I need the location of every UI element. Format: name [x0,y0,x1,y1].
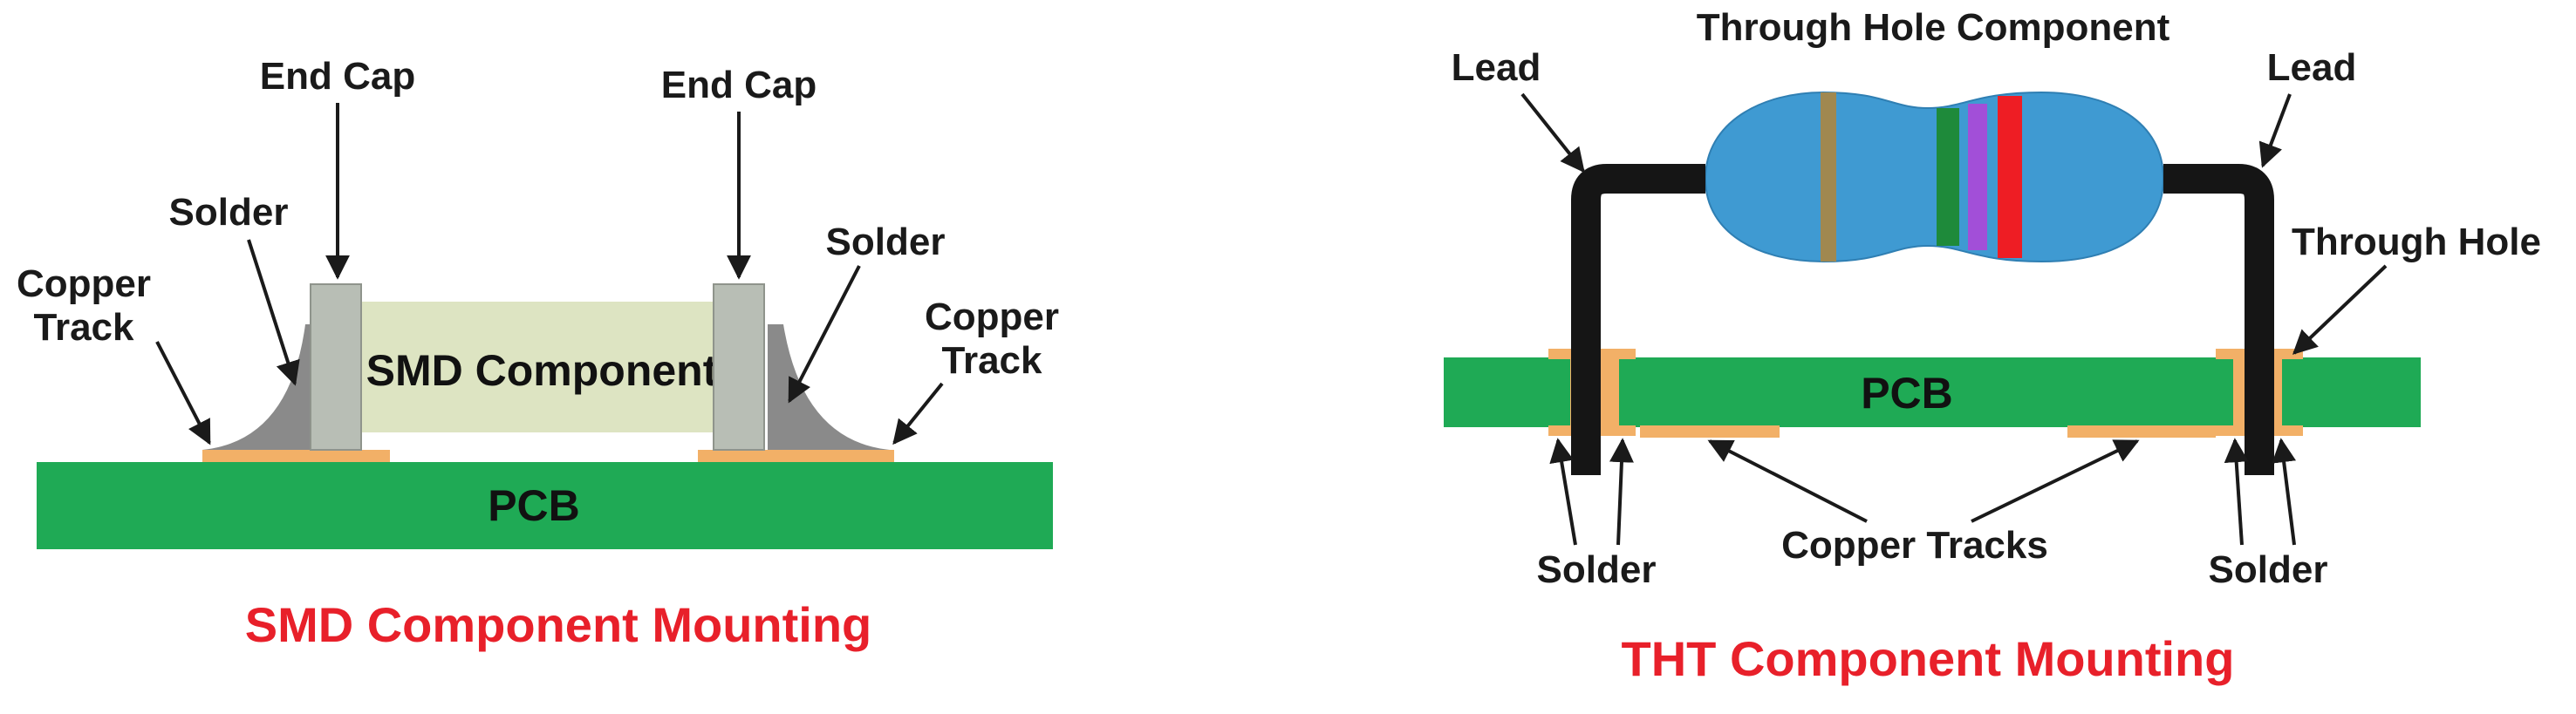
tht-solder-right-arrow-1 [2224,438,2249,546]
tht-pcb-label: PCB [1861,369,1953,418]
tht-solder-left-arrow-2 [1609,438,1634,546]
smd-arrows [155,103,944,445]
tht-lead-left-arrow [1520,92,1585,173]
tht-copper-track-right [2067,425,2216,438]
smd-pcb-board [37,462,1053,549]
tht-lead-right-label: Lead [2267,46,2357,89]
smd-diagram: PCB SMD Component End Cap End Cap Solder… [17,55,1059,652]
smd-solder-right-arrow [788,265,861,404]
tht-component-label: Through Hole Component [1697,6,2170,49]
smd-pcb-label: PCB [488,481,580,530]
smd-copper-left-label-line2: Track [34,306,135,349]
smd-copper-right-label-line2: Track [942,339,1043,382]
tht-copper-tracks-arrow-left [1707,439,1868,523]
smd-solder-fillet-left [202,324,314,450]
tht-lead-left-label: Lead [1452,46,1541,89]
tht-copper-track-left [1640,425,1780,438]
smd-solder-right-label: Solder [826,221,946,263]
tht-solder-left-label: Solder [1537,548,1657,591]
smd-end-cap-right [713,283,765,451]
smd-caption: SMD Component Mounting [245,597,872,652]
smd-end-cap-left [310,283,362,451]
smd-copper-right-label-line1: Copper [925,296,1059,338]
smd-component-label: SMD Component [366,346,718,395]
tht-solder-right-arrow-2 [2272,438,2297,546]
smd-end-cap-left-label: End Cap [260,55,415,98]
smd-solder-left-arrow [247,239,300,386]
tht-band-brown [1821,92,1836,262]
tht-through-hole-arrow [2292,264,2388,355]
tht-caption: THT Component Mounting [1622,631,2235,686]
tht-lead-right [2163,164,2274,475]
smd-solder-left-label: Solder [169,191,289,234]
tht-lead-left [1571,164,1705,475]
tht-solder-left-arrow-1 [1549,438,1577,546]
smd-copper-left-label-line1: Copper [17,262,151,305]
smd-copper-right-arrow [892,382,944,445]
smd-copper-left-arrow [155,341,211,445]
tht-copper-tracks-label: Copper Tracks [1781,524,2048,567]
smd-copper-pad-right [698,450,894,462]
tht-copper-tracks-arrow-right [1971,439,2140,523]
tht-band-green [1937,108,1959,246]
tht-arrows [1520,92,2388,546]
smd-solder-fillet-right [768,324,890,450]
tht-band-violet [1968,104,1987,250]
tht-through-hole-label: Through Hole [2292,221,2541,263]
tht-resistor-body [1704,91,2165,263]
smd-copper-pad-left [202,450,390,462]
tht-solder-right-label: Solder [2209,548,2328,591]
smd-component-body [358,302,726,432]
smd-end-cap-right-label: End Cap [661,64,817,106]
tht-diagram: PCB Through Hole Component Lead Lead Thr… [1444,6,2541,686]
tht-lead-right-arrow [2258,93,2292,168]
tht-band-red [1998,96,2022,258]
